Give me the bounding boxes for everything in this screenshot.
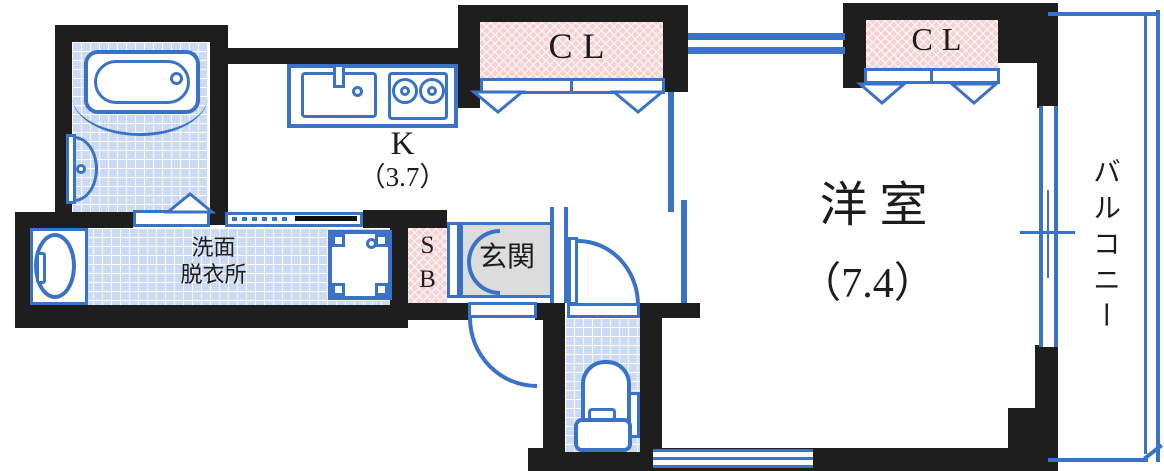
entrance-label: 玄関 <box>478 242 535 273</box>
pan-drain <box>366 238 377 249</box>
stove-burner <box>419 78 445 104</box>
toilet-door-arc <box>578 239 640 305</box>
wall <box>390 228 408 305</box>
toilet-door-leaf <box>568 237 578 305</box>
closet-hanger-icon <box>855 82 909 105</box>
shoe-box-letter: B <box>419 265 436 293</box>
wall <box>15 212 30 328</box>
closet-hanger-icon <box>947 82 1001 105</box>
north-window <box>688 47 845 54</box>
wall <box>1037 60 1058 108</box>
sliding-door-panel <box>295 216 357 221</box>
bathtub-drain <box>170 72 183 85</box>
washroom-label-line1: 洗面 <box>191 235 236 260</box>
wall <box>535 303 565 320</box>
partition-sliding-door <box>668 92 674 212</box>
wall <box>640 303 662 471</box>
wall <box>210 25 228 225</box>
closet-right-interior <box>866 20 998 70</box>
shoe-box <box>408 228 447 303</box>
toilet-tank <box>574 418 632 452</box>
closet-right-label: CL <box>911 21 971 57</box>
front-door-leaf <box>468 302 537 318</box>
balcony-railing <box>1144 14 1147 454</box>
toilet-lid-cap <box>588 408 616 421</box>
wall <box>543 303 565 471</box>
wall <box>55 25 225 42</box>
entrance-step-edge <box>550 207 568 303</box>
bathroom-floor-curve <box>72 92 208 136</box>
washbasin-faucet <box>36 252 46 284</box>
front-door-arc <box>468 318 537 388</box>
bathroom-drain <box>76 164 86 174</box>
wall <box>637 303 700 318</box>
balcony-label: バルコニー <box>1089 157 1120 337</box>
pan-corner <box>332 283 345 296</box>
kitchen-area-label: （3.7） <box>358 162 447 192</box>
washroom-label-line2: 脱衣所 <box>180 262 247 287</box>
window-center-tick <box>1020 231 1075 234</box>
wall <box>458 5 480 108</box>
wall <box>15 212 133 230</box>
shoe-box-letter: S <box>420 232 435 259</box>
stove-burner <box>392 78 418 104</box>
wall <box>210 48 460 64</box>
pan-corner <box>375 283 388 296</box>
wall <box>843 3 866 88</box>
door-swing-triangle-icon <box>163 192 217 214</box>
shoe-box-label: S B <box>409 229 446 297</box>
closet-door-split <box>570 80 573 92</box>
south-window-sash <box>653 457 813 460</box>
balcony-window-sash <box>1047 190 1049 278</box>
closet-door-split <box>930 70 933 82</box>
closet-hanger-icon <box>609 90 667 114</box>
sink-drain <box>352 86 363 97</box>
wall <box>1035 345 1058 415</box>
wall <box>363 210 447 228</box>
washroom-sliding-door <box>225 212 363 227</box>
wall <box>458 5 688 22</box>
kitchen-faucet <box>333 64 345 88</box>
toilet-door-sill <box>567 303 640 318</box>
sliding-door-track <box>232 217 290 221</box>
closet-left-label: CL <box>548 26 615 66</box>
stove-burner <box>400 86 410 96</box>
wall <box>663 5 688 92</box>
north-window <box>688 33 845 40</box>
pan-corner <box>375 234 388 247</box>
partition-sliding-door <box>681 200 687 303</box>
pan-corner <box>332 234 345 247</box>
wall <box>400 303 470 320</box>
western-room-label: 洋室 <box>819 179 940 232</box>
kitchen-label: K <box>390 126 415 162</box>
closet-hanger-icon <box>469 90 527 114</box>
closet-left-interior <box>480 22 663 80</box>
balcony-railing <box>1156 10 1160 462</box>
balcony-railing <box>1048 12 1160 16</box>
balcony-railing <box>1048 458 1148 462</box>
stove-burner <box>427 86 437 96</box>
entrance-sill <box>447 222 460 298</box>
western-room-area-label: （7.4） <box>799 261 936 307</box>
